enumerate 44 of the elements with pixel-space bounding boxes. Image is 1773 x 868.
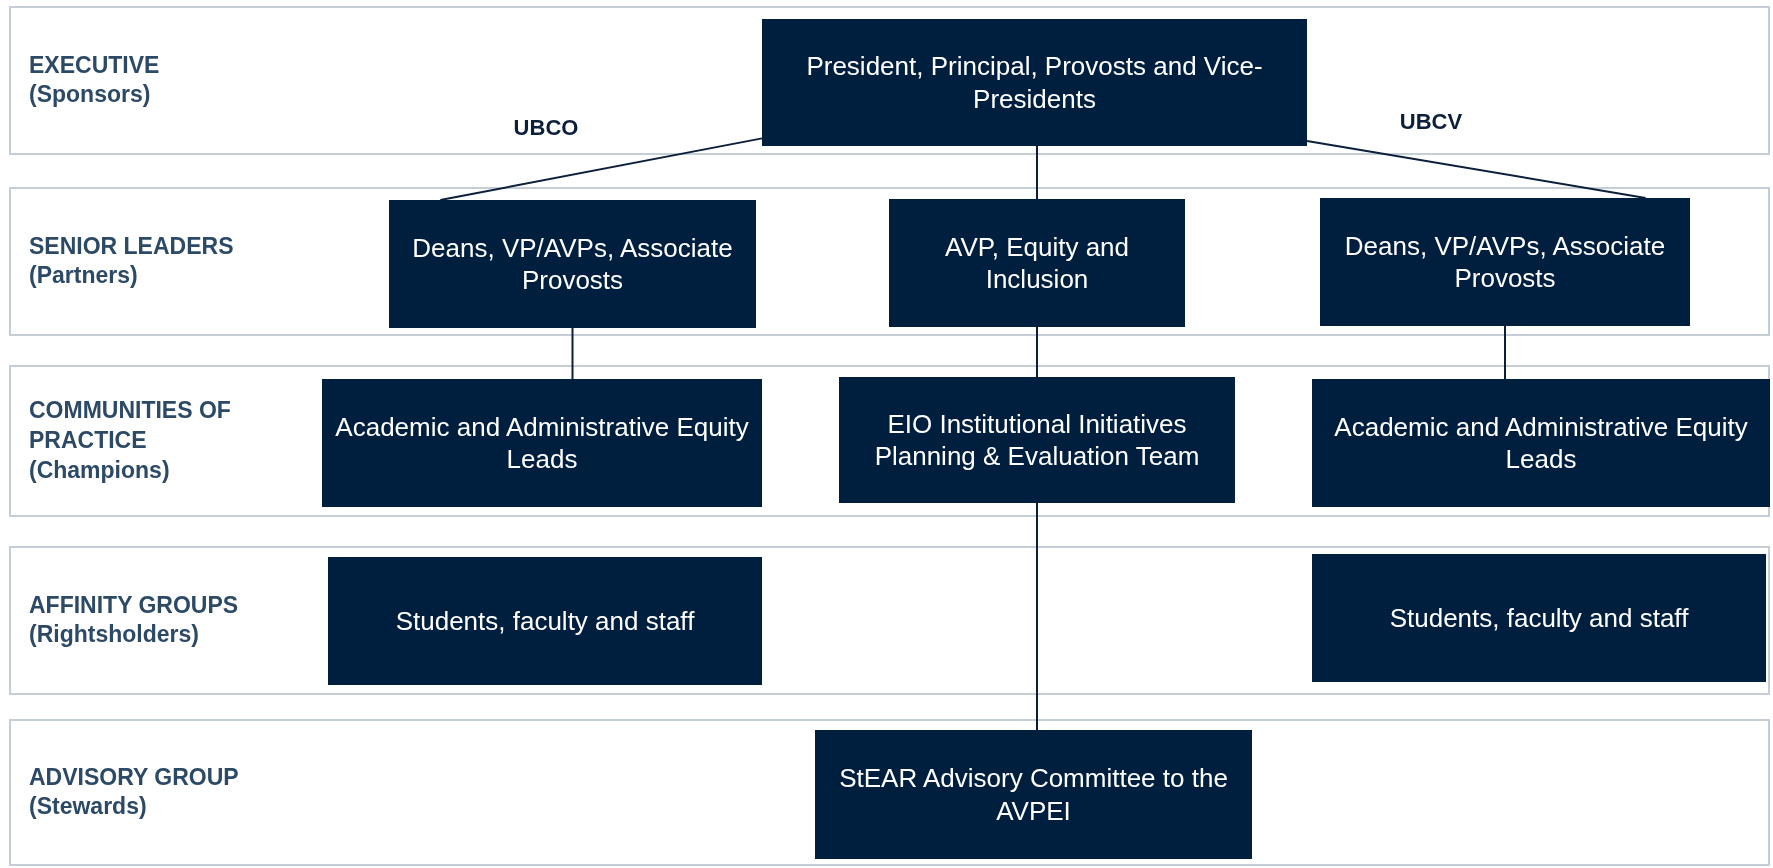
tier-band [9,6,1770,155]
tier-band [9,187,1770,336]
role-text: EIO Institutional Initiatives Planning & Evaluation Team [873,407,1201,473]
role-box [815,730,1252,859]
tier-band [9,365,1770,517]
role-box [389,200,756,328]
role-text: Students, faculty and staff [1389,601,1689,635]
role-box [1312,554,1766,682]
role-box [762,19,1307,146]
connector-line [1306,139,1647,199]
tier-heading: COMMUNITIES OF PRACTICE [29,396,232,456]
campus-label: UBCV [1399,109,1463,135]
tier-heading: SENIOR LEADERS [29,231,235,261]
role-box [839,377,1235,503]
campus-label: UBCO [513,115,579,141]
tier-role: (Sponsors) [29,80,152,110]
tier-role: (Rightsholders) [29,620,200,650]
role-text: Deans, VP/AVPs, Associate Provosts [411,231,734,297]
connector-line [1036,502,1038,731]
tier-heading: ADVISORY GROUP [29,762,240,792]
role-text: Deans, VP/AVPs, Associate Provosts [1343,229,1667,295]
role-text: Students, faculty and staff [395,604,695,638]
connector-line [571,327,574,380]
role-box [322,379,762,507]
connector-line [1036,326,1038,378]
tier-heading: EXECUTIVE [29,50,161,80]
role-text: StEAR Advisory Committee to the AVPEI [838,762,1229,827]
tier-band [9,546,1770,695]
role-box [889,199,1185,327]
tier-band [9,719,1770,866]
connector-line [1036,145,1038,200]
connector-line [1504,325,1506,380]
role-text: Academic and Administrative Equity Leads [334,410,750,476]
role-box [1312,379,1770,507]
tier-heading: AFFINITY GROUPS [29,590,240,620]
role-text: President, Principal, Provosts and Vice-Presidents [805,50,1264,115]
connector-line [439,137,763,201]
tier-role: (Champions) [29,455,171,485]
role-box [1320,198,1690,326]
tier-role: (Partners) [29,261,139,291]
tier-role: (Stewards) [29,792,148,822]
role-text: AVP, Equity and Inclusion [943,230,1131,296]
role-box [328,557,762,685]
role-text: Academic and Administrative Equity Leads [1333,410,1749,476]
